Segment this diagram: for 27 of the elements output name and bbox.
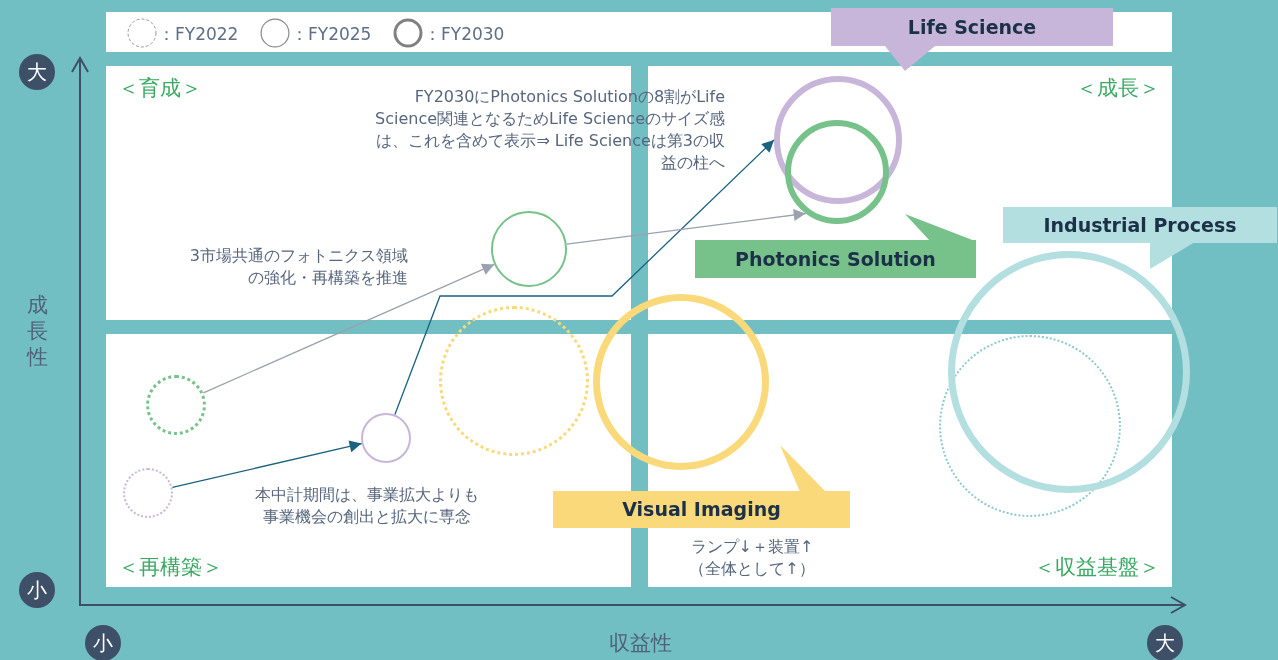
quadrant-heading: ＜収益基盤＞ bbox=[1034, 554, 1160, 581]
bubble-circle bbox=[146, 375, 206, 435]
quadrant-heading: ＜再構築＞ bbox=[118, 554, 223, 581]
arrow bbox=[394, 139, 775, 416]
axis-title: 成長性 bbox=[25, 292, 49, 370]
axis-title: 収益性 bbox=[607, 630, 673, 657]
arrow bbox=[202, 263, 495, 394]
bubble-circle bbox=[785, 120, 889, 224]
bubble-circle bbox=[948, 251, 1190, 493]
bubble-circle bbox=[774, 76, 902, 204]
bubble-circle bbox=[123, 468, 173, 518]
legend-text: ：FY2025 bbox=[291, 23, 372, 46]
bubble-circle bbox=[593, 294, 769, 470]
callout-label: Visual Imaging bbox=[553, 445, 850, 528]
arrow bbox=[566, 209, 807, 245]
bubble-circle bbox=[361, 413, 411, 463]
quadrant-heading: ＜成長＞ bbox=[1076, 75, 1160, 102]
annotation-text: 本中計期間は、事業拡大よりも事業機会の創出と拡大に専念 bbox=[254, 484, 480, 528]
bubble-circle bbox=[491, 211, 567, 287]
legend-text: ：FY2022 bbox=[158, 23, 239, 46]
arrow bbox=[171, 440, 363, 489]
legend-text: ：FY2030 bbox=[424, 23, 505, 46]
bubble-circle bbox=[939, 335, 1121, 517]
annotation-text: ランプ↓＋装置↑（全体として↑） bbox=[688, 536, 816, 580]
quadrant-heading: ＜育成＞ bbox=[118, 75, 202, 102]
bubble-circle bbox=[439, 306, 589, 456]
annotation-text: 3市場共通のフォトニクス領域の強化・再構築を推進 bbox=[188, 245, 408, 289]
